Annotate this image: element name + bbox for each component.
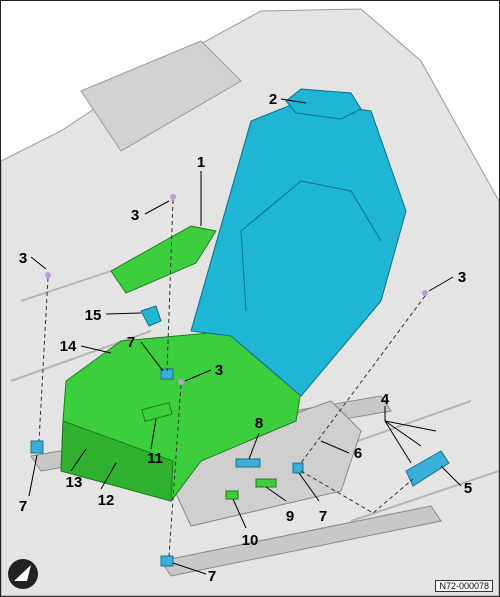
leader-14	[80, 345, 112, 354]
callout-3-d: 3	[215, 362, 223, 379]
callout-8: 8	[255, 415, 263, 432]
callout-7-d: 7	[319, 508, 327, 525]
clip-7-bottom	[160, 555, 174, 567]
callout-7-a: 7	[127, 334, 135, 351]
screw-3-d	[178, 379, 184, 385]
headrest	[285, 88, 362, 120]
leader-3b	[30, 256, 47, 270]
screw-3-b	[45, 272, 51, 278]
cushion-side-trim	[60, 420, 174, 502]
seat-frame	[160, 400, 362, 527]
armrest	[110, 225, 217, 294]
screw-3-c	[422, 290, 428, 296]
leader-12	[100, 462, 117, 490]
leader-3d	[184, 369, 212, 382]
leader-13	[70, 448, 87, 472]
callout-5: 5	[464, 480, 472, 497]
actuator-5	[405, 450, 450, 487]
callout-3-a: 3	[131, 207, 139, 224]
floor-tunnel	[80, 40, 242, 152]
leader-6	[320, 440, 350, 454]
assembly-line-2	[38, 277, 49, 442]
callout-7-b: 7	[19, 498, 27, 515]
assembly-line-3	[168, 384, 182, 557]
screw-3-a	[170, 194, 176, 200]
leader-7a	[140, 341, 164, 372]
seat-rail-right	[160, 505, 442, 577]
leader-8	[248, 432, 260, 460]
callout-6: 6	[354, 445, 362, 462]
bracket-15	[140, 305, 162, 327]
leader-3c	[428, 276, 454, 292]
leader-15	[105, 312, 142, 315]
lever	[225, 490, 239, 500]
callout-15: 15	[85, 307, 102, 324]
callout-7-c: 7	[208, 568, 216, 585]
leader-9	[265, 486, 287, 502]
leader-10	[232, 498, 247, 529]
callout-3-c: 3	[458, 269, 466, 286]
clip-7-left	[30, 440, 44, 454]
leader-3a	[144, 200, 170, 215]
callout-14: 14	[60, 338, 77, 355]
callout-10: 10	[242, 532, 259, 549]
callout-1: 1	[197, 154, 205, 171]
document-reference: N72-000078	[435, 580, 493, 592]
callout-4: 4	[381, 391, 390, 408]
direction-arrow-icon	[14, 565, 31, 581]
leader-7d	[298, 472, 320, 502]
leader-7c	[172, 562, 207, 575]
seat-back-panel-line	[240, 180, 382, 312]
leader-11	[150, 418, 157, 450]
callout-13: 13	[66, 474, 83, 491]
leader-2	[280, 98, 307, 104]
leader-4	[384, 406, 437, 464]
leader-5	[440, 465, 462, 487]
leader-7b	[28, 454, 38, 497]
adjust-switch	[255, 478, 277, 488]
callout-3-b: 3	[19, 250, 27, 267]
callout-9: 9	[286, 508, 294, 525]
assembly-line-1	[166, 199, 174, 372]
callout-2: 2	[269, 91, 277, 108]
seat-back	[190, 100, 407, 397]
callout-11: 11	[147, 450, 163, 467]
callout-12: 12	[98, 492, 115, 509]
cover-11	[141, 401, 173, 423]
clip-7-right	[292, 462, 304, 474]
switch-module	[235, 458, 261, 468]
